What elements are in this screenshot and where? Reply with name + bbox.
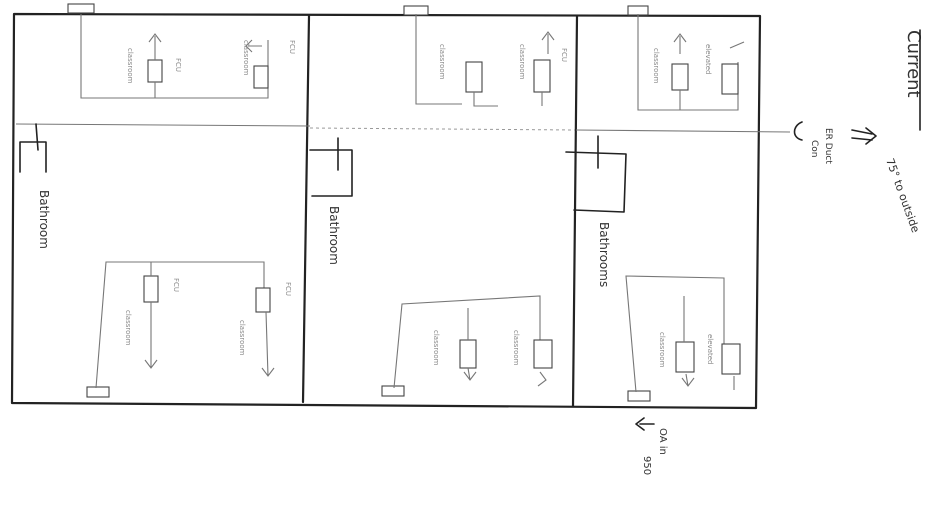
bathroom-right xyxy=(565,135,627,213)
bathroom-left-label: Bathroom xyxy=(37,190,51,249)
return-air-note-a: ER Duct xyxy=(823,128,833,164)
duct-room-bottom-mid xyxy=(393,295,553,389)
fcu-label: FCU xyxy=(284,282,292,296)
outside-temp-note: 75° to outside xyxy=(883,157,922,235)
classroom-label: classroom xyxy=(242,40,250,76)
outside-air-note-b: 950 xyxy=(641,456,652,475)
wall-units xyxy=(67,3,651,402)
duct-room-bottom-left xyxy=(95,261,275,389)
classroom-label: classroom xyxy=(238,320,246,356)
return-air-note-b: Con xyxy=(809,140,819,158)
classroom-label: classroom xyxy=(518,44,526,80)
elevated-label: elevated xyxy=(706,334,714,365)
fcu-label: FCU xyxy=(560,48,568,62)
fcu-label: FCU xyxy=(172,278,180,292)
classroom-label: classroom xyxy=(512,330,520,366)
elevated-label: elevated xyxy=(704,44,712,75)
bathroom-mid xyxy=(309,137,353,197)
duct-room-top-left xyxy=(80,14,269,99)
classroom-label: classroom xyxy=(126,48,134,84)
classroom-label: classroom xyxy=(658,332,666,368)
fcu-label: FCU xyxy=(288,40,296,54)
outside-air-connection xyxy=(635,417,655,431)
duct-room-bottom-right xyxy=(625,275,741,393)
bathroom-right-label: Bathrooms xyxy=(597,222,611,287)
fcu-label: FCU xyxy=(174,58,182,72)
bathroom-mid-label: Bathroom xyxy=(327,206,341,265)
classroom-label: classroom xyxy=(124,310,132,346)
classroom-label: classroom xyxy=(652,48,660,84)
bathroom-left xyxy=(19,123,47,173)
outside-air-note-a: OA in xyxy=(657,428,668,455)
building-outline xyxy=(10,12,791,410)
duct-room-top-right xyxy=(637,14,745,111)
exhaust-connection xyxy=(793,121,877,145)
duct-room-top-mid xyxy=(415,14,555,107)
classroom-label: classroom xyxy=(432,330,440,366)
classroom-label: classroom xyxy=(438,44,446,80)
title-current: Current xyxy=(903,30,924,98)
